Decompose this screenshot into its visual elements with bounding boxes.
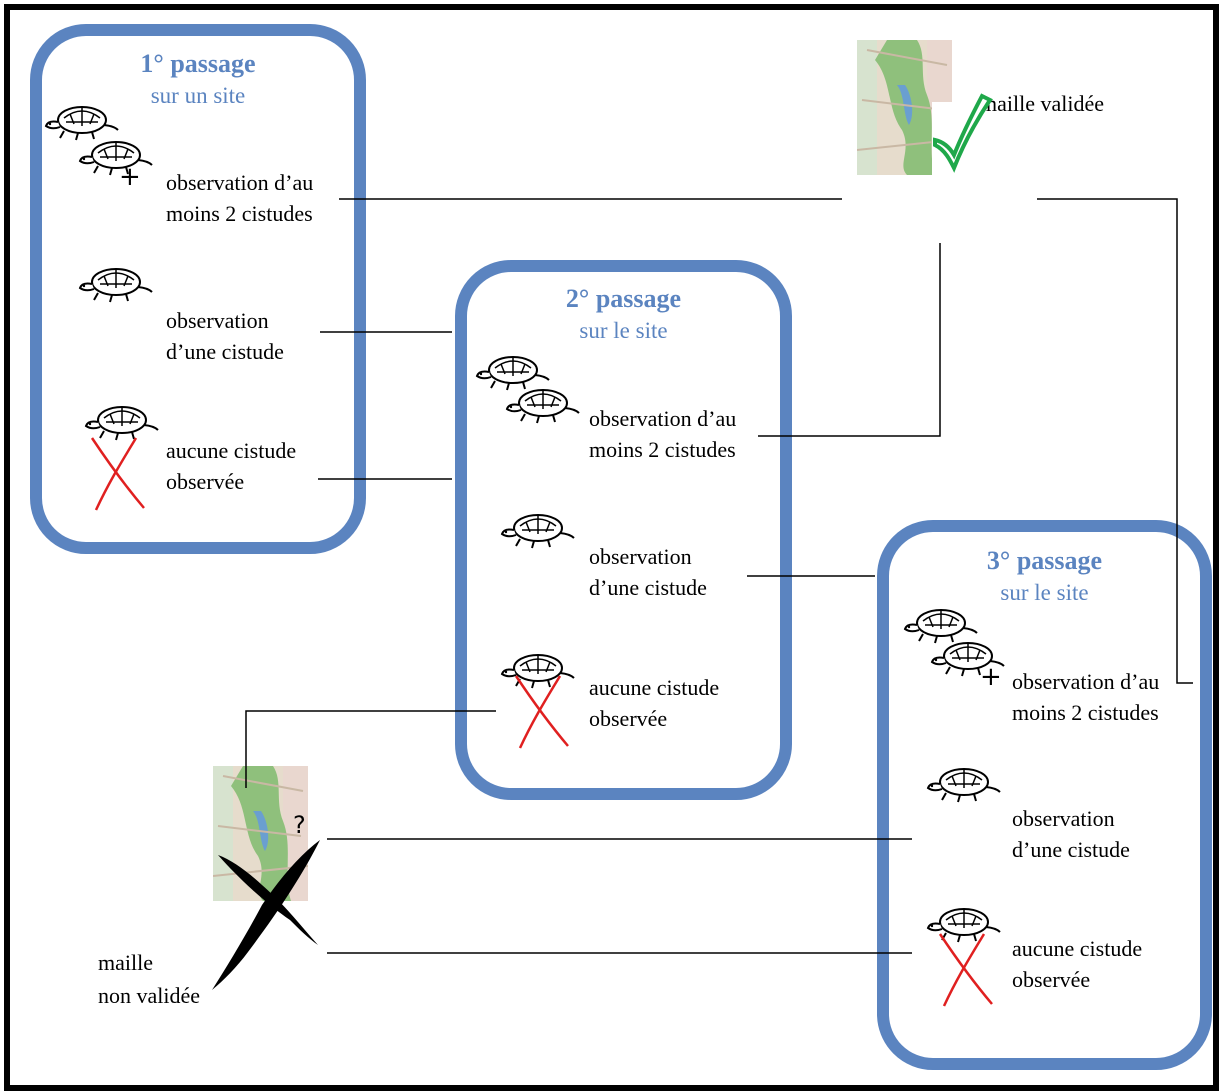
p2-none-line1: aucune cistude <box>589 675 720 700</box>
maille-validee-label: maille validée <box>980 91 1104 116</box>
passage-1-word: passage <box>170 49 256 78</box>
p2-one-line1: observation <box>589 544 692 569</box>
question-mark-icon: ? <box>293 811 306 839</box>
p1-none-line1: aucune cistude <box>166 438 297 463</box>
passage-2-subtitle: sur le site <box>579 318 668 343</box>
p2-one-line2: d’une cistude <box>589 575 707 600</box>
plus-sign-p1: + <box>119 162 141 192</box>
p3-none-line1: aucune cistude <box>1012 936 1143 961</box>
p1-one-line1: observation <box>166 308 269 333</box>
passage-3-subtitle: sur le site <box>1000 580 1089 605</box>
p2-two-line2: moins 2 cistudes <box>589 437 736 462</box>
p1-two-line1: observation d’au <box>166 170 314 195</box>
passage-1-number: 1° <box>140 49 164 78</box>
passage-box-1 <box>30 24 366 554</box>
p3-one-line1: observation <box>1012 806 1115 831</box>
p1-one-line2: d’une cistude <box>166 339 284 364</box>
passage-3-number: 3° <box>986 546 1011 575</box>
p3-one-line2: d’une cistude <box>1012 837 1130 862</box>
p3-two-line2: moins 2 cistudes <box>1012 700 1159 725</box>
maille-non-validee-line2: non validée <box>98 983 201 1008</box>
p1-two-line2: moins 2 cistudes <box>166 201 313 226</box>
passage-3-heading: 3° passage sur le site <box>877 545 1212 609</box>
p1-none-line2: observée <box>166 469 245 494</box>
passage-2-heading: 2° passage sur le site <box>455 283 792 347</box>
p2-two-line1: observation d’au <box>589 406 737 431</box>
passage-1-subtitle: sur un site <box>150 83 246 108</box>
passage-1-heading: 1° passage sur un site <box>30 48 366 112</box>
plus-sign-p3: + <box>980 662 1002 692</box>
p2-none-line2: observée <box>589 706 668 731</box>
passage-3-word: passage <box>1016 546 1103 575</box>
map-tile-icon-valid <box>857 40 952 175</box>
passage-2-word: passage <box>595 284 682 313</box>
passage-2-number: 2° <box>565 284 590 313</box>
p3-two-line1: observation d’au <box>1012 669 1160 694</box>
maille-non-validee-line1: maille <box>98 950 153 975</box>
p3-none-line2: observée <box>1012 967 1091 992</box>
